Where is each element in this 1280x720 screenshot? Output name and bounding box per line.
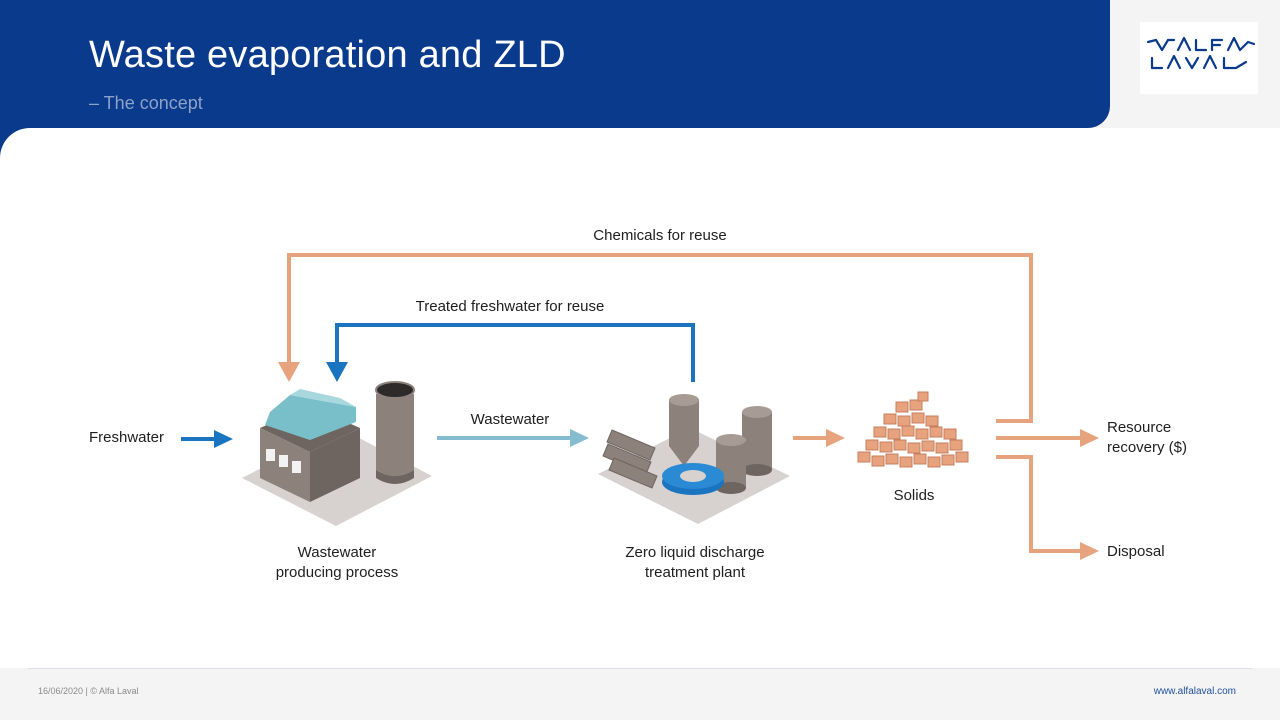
header-banner <box>0 0 1110 128</box>
process-label-line-2: producing process <box>275 564 399 581</box>
footer-divider <box>28 668 1252 669</box>
alfa-laval-logo-icon <box>1146 36 1256 70</box>
zld-plant-label-line-2: treatment plant <box>644 564 746 581</box>
solids-icon <box>857 391 969 468</box>
zld-plant-icon <box>598 394 790 524</box>
freshwater-label: Freshwater <box>89 429 165 446</box>
chemicals-reuse-arrow <box>278 253 1033 423</box>
resource-recovery-label-line-2: recovery ($) <box>1107 439 1188 456</box>
treated-freshwater-label: Treated freshwater for reuse <box>415 298 605 315</box>
wastewater-label: Wastewater <box>470 411 550 428</box>
zld-plant-label-line-1: Zero liquid discharge <box>625 544 765 561</box>
footer-date-copyright: 16/06/2020 | © Alfa Laval <box>38 686 139 696</box>
zld-plant-label: Zero liquid discharge treatment plant <box>595 543 795 583</box>
resource-recovery-arrow <box>996 429 1099 447</box>
resource-recovery-label: Resource recovery ($) <box>1107 418 1187 458</box>
page-subtitle: – The concept <box>89 93 203 113</box>
process-label-line-1: Wastewater <box>297 544 377 561</box>
disposal-label: Disposal <box>1107 543 1165 560</box>
resource-recovery-label-line-1: Resource <box>1107 419 1172 436</box>
content-area <box>0 128 1280 668</box>
alfa-laval-logo <box>1140 22 1258 94</box>
process-label: Wastewater producing process <box>247 543 427 583</box>
treated-freshwater-arrow <box>326 323 695 382</box>
factory-icon <box>242 381 432 526</box>
footer-website-link[interactable]: www.alfalaval.com <box>1153 686 1236 697</box>
page-title: Waste evaporation and ZLD <box>89 34 566 76</box>
disposal-arrow <box>996 455 1099 560</box>
zld-to-solids-arrow <box>793 429 845 447</box>
chemicals-reuse-label: Chemicals for reuse <box>593 227 727 244</box>
wastewater-arrow <box>437 429 589 447</box>
solids-label: Solids <box>893 487 935 504</box>
freshwater-arrow <box>181 430 233 448</box>
